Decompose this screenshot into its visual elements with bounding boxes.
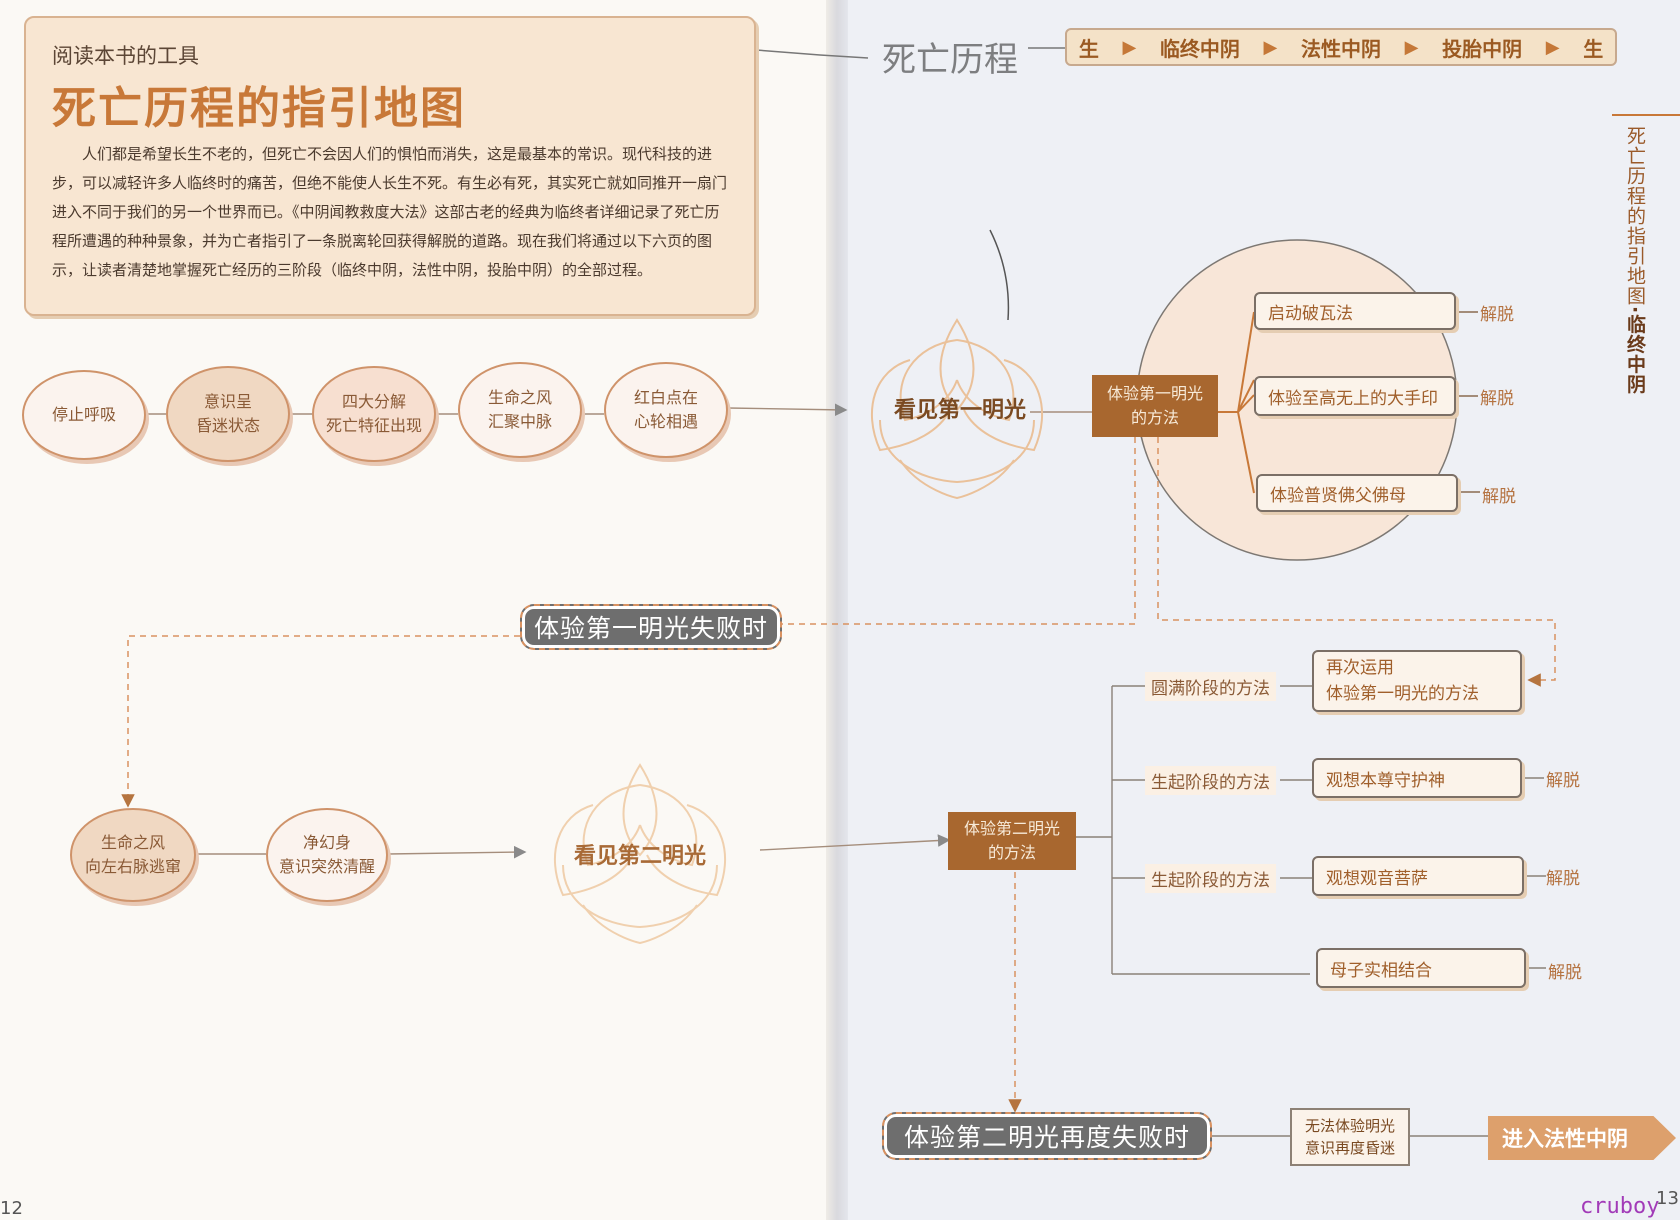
stage-generation: 生起阶段的方法 <box>1145 864 1276 893</box>
stage-bar: 生 ▶ 临终中阴 ▶ 法性中阴 ▶ 投胎中阴 ▶ 生 <box>1065 28 1617 66</box>
second-method-box: 体验第二明光 的方法 <box>948 812 1076 870</box>
step-wind-central: 生命之风 汇聚中脉 <box>458 362 582 458</box>
step-label: 四大分解 死亡特征出现 <box>325 392 422 435</box>
option-mahamudra: 体验至高无上的大手印 <box>1254 376 1456 416</box>
step-label: 停止呼吸 <box>51 405 116 424</box>
side-title-sub: 临终中阴 <box>1624 314 1646 395</box>
step-label: 生命之风 向左右脉逃窜 <box>84 833 181 876</box>
first-method-box: 体验第一明光 的方法 <box>1092 375 1218 437</box>
arrow-right-icon: ▶ <box>1263 36 1278 58</box>
stage-item: 投胎中阴 <box>1442 36 1523 61</box>
intro-body: 人们都是希望长生不老的，但死亡不会因人们的惧怕而消失，这是最基本的常识。现代科技… <box>52 145 728 279</box>
option-mother-son: 母子实相结合 <box>1316 948 1526 988</box>
result-liberation: 解脱 <box>1548 963 1582 983</box>
intro-title: 死亡历程的指引地图 <box>52 83 466 134</box>
intro-panel: 阅读本书的工具 死亡历程的指引地图 人们都是希望长生不老的，但死亡不会因人们的惧… <box>24 16 756 316</box>
first-method-label: 体验第一明光 的方法 <box>1106 384 1203 427</box>
stage-item: 法性中阴 <box>1301 36 1381 61</box>
stage-generation: 生起阶段的方法 <box>1145 766 1276 795</box>
step-coma: 意识呈 昏迷状态 <box>166 366 290 462</box>
option-samantabhadra: 体验普贤佛父佛母 <box>1256 474 1458 512</box>
result-liberation: 解脱 <box>1482 487 1516 507</box>
option-yidam: 观想本尊守护神 <box>1312 758 1522 798</box>
result-liberation: 解脱 <box>1546 869 1580 889</box>
first-light-label: 看见第一明光 <box>893 398 1026 423</box>
step-label: 生命之风 汇聚中脉 <box>487 388 552 431</box>
header-title: 死亡历程 <box>882 40 1018 80</box>
right-page <box>838 0 1680 1220</box>
stage-perfection: 圆满阶段的方法 <box>1145 672 1276 701</box>
step-label: 意识呈 昏迷状态 <box>195 392 260 435</box>
option-phowa: 启动破瓦法 <box>1254 292 1456 330</box>
option-avalokiteshvara: 观想观音菩萨 <box>1312 856 1524 896</box>
lotus-flower-icon <box>554 763 726 945</box>
arrow-right-icon: ▶ <box>1122 36 1137 58</box>
second-method-label: 体验第二明光 的方法 <box>963 819 1060 862</box>
book-spine <box>826 0 848 1220</box>
step-label: 净幻身 意识突然清醒 <box>278 833 375 876</box>
result-liberation: 解脱 <box>1546 771 1580 791</box>
result-liberation: 解脱 <box>1480 305 1514 325</box>
stage-item: 生 <box>1583 36 1604 61</box>
side-title-main: 死亡历程的指引地图 <box>1624 126 1646 306</box>
step-pure-illusion: 净幻身 意识突然清醒 <box>266 808 388 902</box>
fail-second-light-banner: 体验第二明光再度失败时 <box>882 1112 1212 1160</box>
arrow-right-icon: ▶ <box>1404 36 1419 58</box>
step-wind-side-channels: 生命之风 向左右脉逃窜 <box>70 808 196 902</box>
step-label: 红白点在 心轮相遇 <box>633 388 698 431</box>
step-red-white: 红白点在 心轮相遇 <box>604 362 728 458</box>
unconscious-again-label: 无法体验明光 意识再度昏迷 <box>1304 1117 1395 1157</box>
stage-item: 临终中阴 <box>1159 36 1240 61</box>
lotus-flower-icon <box>871 318 1043 500</box>
side-title: 死亡历程的指引地图·临终中阴 <box>1622 126 1649 426</box>
stage-item: 生 <box>1078 36 1099 61</box>
second-light-label: 看见第二明光 <box>573 844 706 869</box>
enter-bardo-arrow: 进入法性中阴 <box>1488 1116 1676 1160</box>
page-number-left: 12 <box>0 1198 23 1219</box>
intro-header-line <box>755 49 869 59</box>
result-liberation: 解脱 <box>1480 389 1514 409</box>
option-repeat-first: 再次运用 体验第一明光的方法 <box>1312 650 1522 712</box>
watermark: cruboy <box>1580 1194 1660 1219</box>
step-stop-breathing: 停止呼吸 <box>22 370 146 460</box>
side-title-dot: · <box>1624 306 1646 315</box>
page-number-right: 13 <box>1656 1188 1679 1209</box>
intro-kicker: 阅读本书的工具 <box>52 44 199 68</box>
unconscious-again-box: 无法体验明光 意识再度昏迷 <box>1290 1108 1410 1166</box>
side-title-rule <box>1612 114 1680 116</box>
arrow-right-icon: ▶ <box>1545 36 1560 58</box>
fail-first-light-banner: 体验第一明光失败时 <box>520 604 782 650</box>
step-four-elements: 四大分解 死亡特征出现 <box>312 366 436 462</box>
